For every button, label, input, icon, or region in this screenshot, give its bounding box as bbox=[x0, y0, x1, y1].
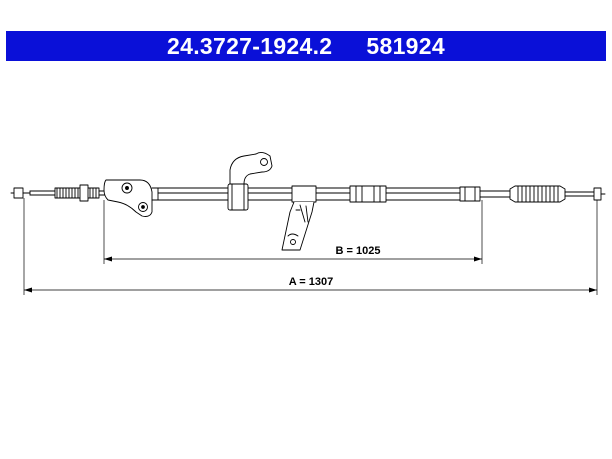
dimension-a bbox=[23, 198, 598, 295]
upper-clip bbox=[227, 151, 273, 211]
middle-grommet bbox=[349, 185, 387, 203]
header-bar: 24.3727-1924.2 581924 bbox=[6, 31, 606, 61]
left-end-fitting bbox=[10, 187, 56, 199]
right-ferrule bbox=[459, 186, 511, 202]
right-end-fitting bbox=[564, 187, 606, 201]
part-number: 24.3727-1924.2 bbox=[167, 32, 333, 59]
part-code: 581924 bbox=[366, 32, 445, 59]
main-sheath bbox=[157, 187, 461, 201]
left-bracket bbox=[103, 179, 159, 217]
left-spring bbox=[54, 184, 107, 202]
dimension-a-label: A = 1307 bbox=[289, 276, 334, 288]
dimension-b bbox=[103, 200, 483, 264]
dimension-b-label: B = 1025 bbox=[336, 245, 381, 257]
right-spring bbox=[509, 185, 566, 203]
hanging-bracket bbox=[281, 185, 317, 251]
